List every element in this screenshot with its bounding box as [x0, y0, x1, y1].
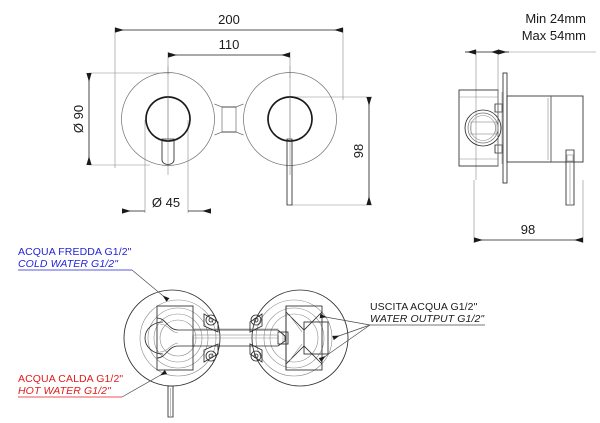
dimension-wall-depth: Min 24mm Max 54mm: [465, 11, 586, 55]
callout-water-output: USCITA ACQUA G1/2" WATER OUTPUT G1/2": [318, 301, 485, 362]
rear-section-view: ACQUA FREDDA G1/2" COLD WATER G1/2" ACQU…: [18, 246, 485, 418]
dimension-overall-width-label: 200: [218, 12, 240, 27]
dimension-handle-diameter: Ø 45: [122, 195, 211, 214]
side-rough-in-body: [458, 89, 503, 167]
callout-water-output-it: USCITA ACQUA G1/2": [370, 301, 478, 313]
dimension-overall-height-label: 98: [351, 144, 366, 158]
callout-cold-water-it: ACQUA FREDDA G1/2": [18, 246, 132, 258]
dimension-centre-to-centre-label: 110: [219, 37, 240, 52]
callout-cold-water: ACQUA FREDDA G1/2" COLD WATER G1/2": [18, 246, 170, 302]
dimension-handle-diameter-label: Ø 45: [152, 195, 180, 210]
dimension-wall-depth-max-label: Max 54mm: [522, 28, 586, 43]
left-plate: [121, 72, 215, 166]
left-handle: [145, 96, 191, 165]
front-elevation-view: 200 110 Ø 90 Ø 45 98: [71, 12, 372, 214]
right-handle: [267, 96, 313, 206]
callout-water-output-en: WATER OUTPUT G1/2": [370, 313, 485, 325]
plate-connector: [214, 103, 244, 136]
section-left-body: [123, 289, 221, 418]
dimension-centre-to-centre: 110: [168, 37, 290, 58]
callout-hot-water-en: HOT WATER G1/2": [18, 385, 112, 397]
side-extension-lines: [473, 50, 596, 243]
callout-hot-water: ACQUA CALDA G1/2" HOT WATER G1/2": [18, 370, 168, 398]
dimension-projection: 98: [474, 222, 583, 243]
side-handle-housing: [506, 95, 584, 163]
front-extension-lines: [89, 28, 372, 213]
side-escutcheon-plate: [502, 72, 508, 184]
dimension-plate-diameter-label: Ø 90: [71, 105, 86, 133]
side-lever-arm: [565, 149, 575, 206]
dimension-projection-label: 98: [521, 222, 535, 237]
dimension-overall-width: 200: [115, 12, 343, 33]
callout-hot-water-it: ACQUA CALDA G1/2": [18, 373, 123, 385]
dimension-plate-diameter: Ø 90: [71, 73, 92, 165]
callout-cold-water-en: COLD WATER G1/2": [18, 258, 119, 270]
right-plate: [243, 72, 337, 166]
side-elevation-view: Min 24mm Max 54mm 98: [458, 11, 596, 243]
section-mounting-lugs: [203, 313, 263, 363]
section-right-body: [251, 289, 349, 387]
dimension-wall-depth-min-label: Min 24mm: [525, 11, 586, 26]
front-centre-lines: [167, 66, 291, 175]
dimension-overall-height: 98: [351, 97, 372, 205]
section-connecting-pipe: [192, 328, 286, 347]
